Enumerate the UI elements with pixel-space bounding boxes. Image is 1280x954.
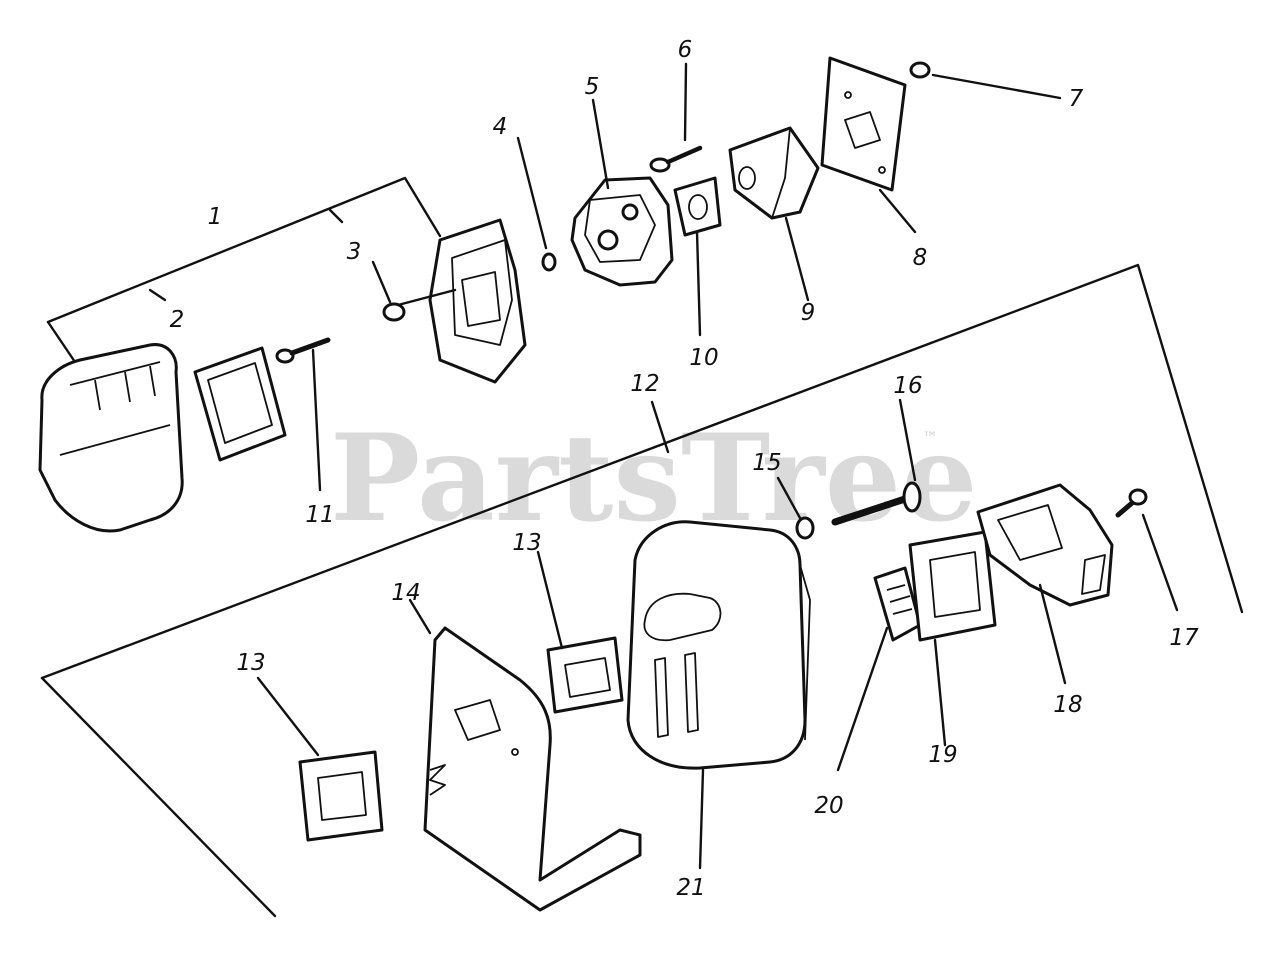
callout-5: 5 — [585, 74, 600, 100]
exhaust-gasket-left — [256, 676, 384, 842]
callout-13-left: 13 — [236, 650, 265, 676]
screw-part-11 — [275, 337, 331, 492]
callout-8: 8 — [913, 245, 928, 271]
callout-6: 6 — [678, 37, 693, 63]
screw-part-6 — [649, 62, 703, 173]
assembly-bracket-upper — [46, 176, 442, 364]
callout-19: 19 — [928, 742, 957, 768]
plug-part — [371, 260, 406, 322]
callout-7: 7 — [1069, 86, 1084, 112]
callout-labels: 1 2 3 4 5 6 7 8 9 10 11 12 13 13 14 15 1… — [170, 37, 1199, 901]
air-filter-cover — [38, 343, 184, 533]
insulator-block — [728, 126, 820, 302]
o-ring — [541, 252, 557, 272]
watermark: PartsTree — [330, 408, 977, 549]
callout-3: 3 — [347, 239, 362, 265]
air-box-housing — [396, 218, 527, 384]
screw-part-17 — [1115, 488, 1179, 612]
callout-20: 20 — [814, 793, 843, 819]
callout-15: 15 — [752, 450, 781, 476]
callout-12: 12 — [630, 371, 659, 397]
callout-14: 14 — [391, 580, 420, 606]
muffler — [626, 520, 811, 870]
callout-4: 4 — [493, 114, 508, 140]
nut-part-7 — [909, 61, 1062, 100]
callout-13-center: 13 — [512, 530, 541, 556]
callout-18: 18 — [1053, 692, 1082, 718]
callout-17: 17 — [1169, 625, 1199, 651]
assembly-bracket-lower — [40, 263, 1244, 918]
washer-part-15 — [776, 476, 815, 540]
callout-9: 9 — [801, 300, 816, 326]
gasket-part-19 — [908, 530, 997, 747]
exhaust-gasket-center — [536, 550, 624, 714]
intake-gasket — [193, 346, 287, 462]
plate-gasket — [820, 56, 917, 234]
carburetor — [570, 98, 674, 287]
deflector-plate — [836, 566, 922, 772]
carburetor-gasket — [673, 176, 722, 337]
bolt-part-16 — [831, 398, 922, 526]
callout-1: 1 — [208, 204, 223, 230]
callout-2: 2 — [170, 307, 185, 333]
callout-10: 10 — [689, 345, 718, 371]
watermark-trademark: ™ — [922, 428, 938, 447]
callout-16: 16 — [893, 373, 922, 399]
heat-shield — [408, 598, 642, 912]
callout-21: 21 — [676, 875, 705, 901]
callout-11: 11 — [305, 502, 334, 528]
exhaust-adapter — [976, 483, 1114, 685]
